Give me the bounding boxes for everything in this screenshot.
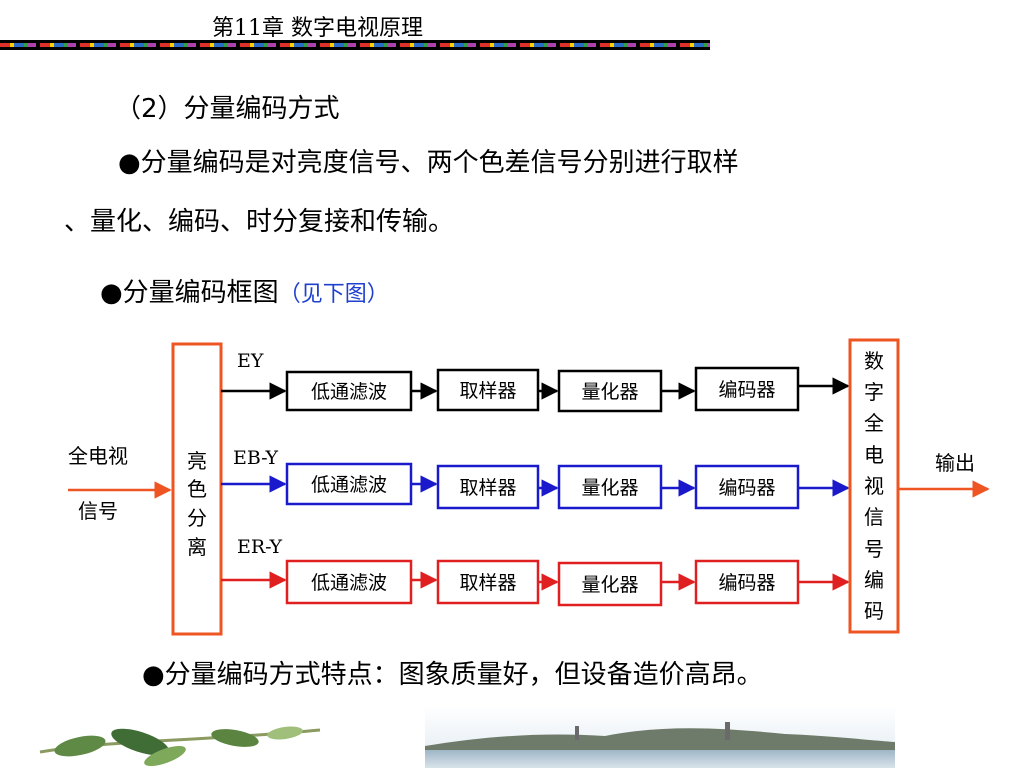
chapter-title: 第11章 数字电视原理 bbox=[212, 16, 423, 41]
output-label: 输出 bbox=[935, 451, 975, 475]
separator-char: 离 bbox=[187, 535, 207, 559]
stage-label: 编码器 bbox=[718, 379, 775, 401]
sampler-y bbox=[436, 368, 540, 412]
lowpass-filter-r-y bbox=[285, 559, 413, 605]
encoder-char: 号 bbox=[864, 537, 884, 561]
encoder-char: 全 bbox=[864, 411, 884, 435]
separator-char: 色 bbox=[187, 477, 207, 501]
stage-label: 量化器 bbox=[581, 477, 638, 499]
channel-label-y: EY bbox=[237, 350, 264, 372]
diagram-caption-note: （见下图） bbox=[278, 282, 389, 307]
stage-label: 取样器 bbox=[459, 477, 516, 499]
stage-label: 编码器 bbox=[718, 572, 775, 594]
sampler-r-y bbox=[436, 559, 540, 605]
diagram-caption-text: ●分量编码框图 bbox=[100, 278, 279, 308]
paragraph-line-1: ●分量编码是对亮度信号、两个色差信号分别进行取样 bbox=[118, 148, 739, 178]
plant-decoration-image bbox=[39, 726, 321, 766]
stage-label: 编码器 bbox=[718, 477, 775, 499]
encoder-char: 编 bbox=[864, 568, 884, 592]
section-heading: （2）分量编码方式 bbox=[115, 94, 340, 124]
diagram-caption: ●分量编码框图（见下图） bbox=[100, 276, 389, 312]
stage-label: 取样器 bbox=[459, 572, 516, 594]
stage-label: 取样器 bbox=[459, 380, 516, 402]
stage-label: 低通滤波 bbox=[311, 474, 387, 496]
landscape-decoration-image bbox=[425, 706, 895, 768]
encoder-char: 字 bbox=[864, 380, 884, 404]
stage-label: 量化器 bbox=[581, 574, 638, 596]
lowpass-filter-b-y bbox=[285, 462, 413, 506]
channel-label-r-y: ER-Y bbox=[237, 536, 283, 558]
component-encoding-block-diagram: 全电视 信号 亮 色 分 离 EY 低通滤波 取样器 量化器 编码器 EB-Y … bbox=[68, 338, 990, 636]
header-decorative-rule bbox=[0, 40, 710, 50]
encoder-char: 视 bbox=[864, 474, 884, 498]
separator-char: 亮 bbox=[187, 449, 207, 473]
stage-label: 低通滤波 bbox=[311, 381, 387, 403]
quantizer-r-y bbox=[557, 561, 663, 607]
color-separation-box bbox=[171, 342, 223, 636]
channel-label-b-y: EB-Y bbox=[233, 447, 279, 469]
input-label-line2: 信号 bbox=[78, 499, 118, 523]
features-text: ●分量编码方式特点：图象质量好，但设备造价高昂。 bbox=[142, 660, 763, 690]
encoder-y bbox=[694, 366, 800, 412]
stage-label: 低通滤波 bbox=[311, 572, 387, 594]
separator-char: 分 bbox=[187, 506, 207, 530]
sampler-b-y bbox=[436, 464, 540, 510]
encoder-char: 数 bbox=[864, 349, 884, 373]
paragraph-line-2: 、量化、编码、时分复接和传输。 bbox=[64, 207, 455, 237]
encoder-r-y bbox=[694, 559, 800, 605]
encoder-char: 码 bbox=[864, 599, 884, 623]
encoder-char: 电 bbox=[864, 443, 884, 467]
stage-label: 量化器 bbox=[581, 381, 638, 403]
input-label-line1: 全电视 bbox=[68, 444, 128, 468]
quantizer-y bbox=[557, 369, 663, 413]
encoder-b-y bbox=[694, 464, 800, 510]
encoder-char: 信 bbox=[864, 505, 884, 529]
digital-tv-signal-encoder-box bbox=[848, 338, 900, 634]
